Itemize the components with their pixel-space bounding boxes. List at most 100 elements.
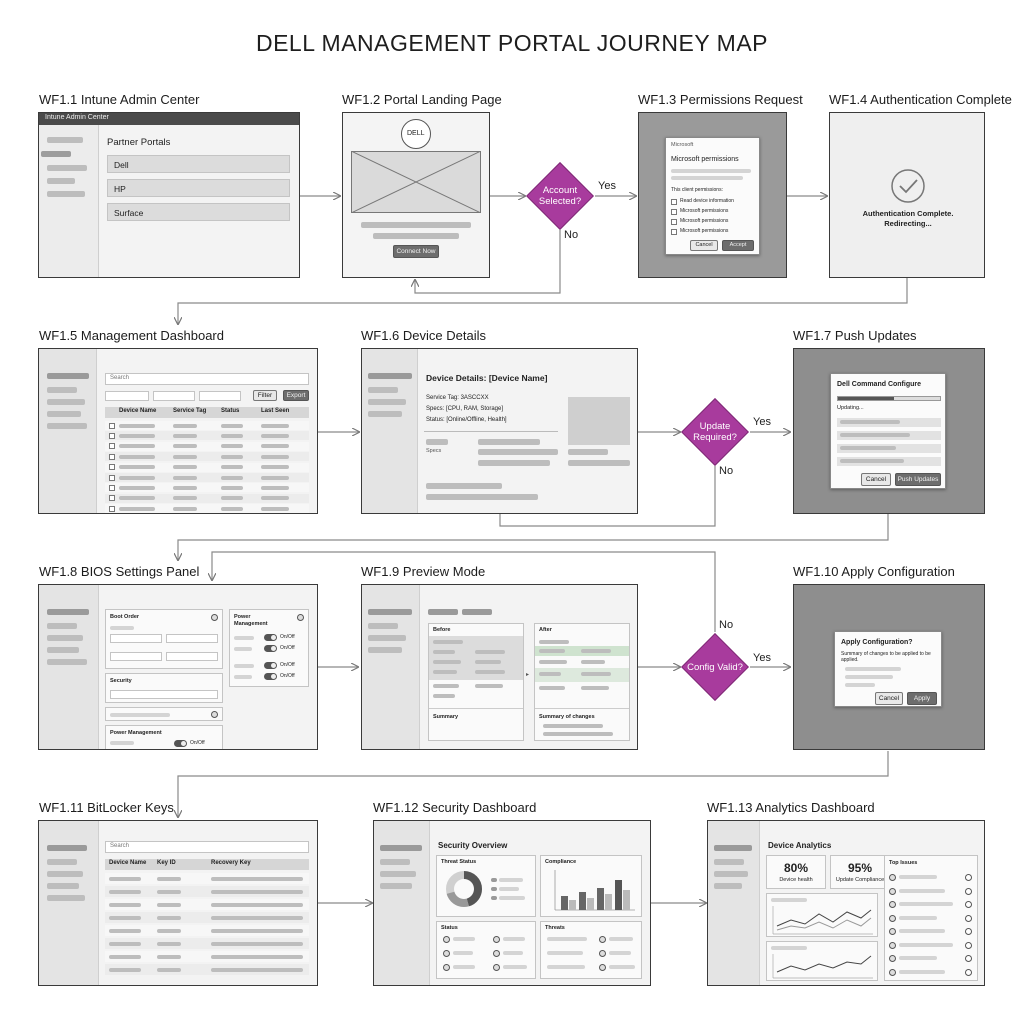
toggle-1[interactable]: [264, 634, 277, 641]
kpi-update-compliance-label: Update Compliance: [835, 877, 885, 883]
list-item[interactable]: [885, 940, 977, 952]
row-checkbox[interactable]: [109, 505, 115, 512]
wf13-accept-button[interactable]: Accept: [722, 240, 754, 251]
issue-action-icon[interactable]: [965, 928, 972, 935]
table-row[interactable]: [105, 483, 309, 493]
toggle-3[interactable]: [264, 662, 277, 669]
boot-order-select-2[interactable]: [166, 652, 218, 661]
list-item[interactable]: [885, 886, 977, 898]
list-item[interactable]: [885, 899, 977, 911]
kpi-device-health-value: 80%: [783, 861, 809, 875]
row-checkbox[interactable]: [109, 474, 115, 481]
table-row[interactable]: [105, 886, 309, 897]
row-checkbox[interactable]: [109, 422, 115, 429]
permission-option-4: Microsoft permissions: [680, 228, 729, 234]
table-row[interactable]: [105, 421, 309, 430]
decision-config-valid: Config Valid?: [681, 633, 749, 701]
wf14-line2: Redirecting...: [884, 219, 932, 228]
issue-action-icon[interactable]: [965, 914, 972, 922]
issue-action-icon[interactable]: [965, 874, 972, 881]
table-row[interactable]: [105, 938, 309, 949]
wf11-sidebar-selected[interactable]: [41, 151, 71, 157]
list-item[interactable]: [885, 926, 977, 938]
wf16-service-tag: Service Tag: 3ASCCXX: [426, 395, 489, 401]
table-row[interactable]: [105, 462, 309, 472]
wf15-frame: Search Filter Export Device Name Service…: [38, 348, 318, 514]
wf17-frame: Dell Command Configure Updating... Cance…: [793, 348, 985, 514]
issue-action-icon[interactable]: [965, 887, 972, 895]
wf11-portal-dell[interactable]: Dell: [107, 155, 290, 173]
toggle-2[interactable]: [264, 645, 277, 652]
device-image-placeholder: [568, 397, 630, 445]
wf110-body: Summary of changes to be applied to be a…: [841, 651, 931, 663]
issue-action-icon[interactable]: [965, 941, 972, 949]
issue-icon: [889, 914, 896, 922]
toggle-5[interactable]: [174, 740, 187, 747]
row-checkbox[interactable]: [109, 464, 115, 471]
table-row[interactable]: [105, 493, 309, 503]
kpi-update-compliance-value: 95%: [847, 861, 873, 875]
security-select[interactable]: [110, 690, 218, 699]
collapsed-panel[interactable]: [105, 707, 223, 721]
table-row[interactable]: [105, 899, 309, 910]
permission-checkbox-4[interactable]: [671, 229, 677, 235]
wf110-cancel-button[interactable]: Cancel: [875, 692, 903, 705]
wf15-filter-button[interactable]: Filter: [253, 390, 277, 401]
wf111-search-input[interactable]: Search: [105, 841, 309, 853]
list-item[interactable]: [885, 872, 977, 884]
table-row[interactable]: [105, 441, 309, 451]
row-checkbox[interactable]: [109, 453, 115, 460]
table-row[interactable]: [105, 452, 309, 462]
list-item[interactable]: [885, 953, 977, 965]
wf113-heading: Device Analytics: [768, 841, 832, 850]
issue-action-icon[interactable]: [965, 901, 972, 908]
wf16-frame: Device Details: [Device Name] Service Ta…: [361, 348, 638, 514]
line-chart-card-1: [766, 893, 878, 937]
permission-checkbox-2[interactable]: [671, 209, 677, 215]
connect-now-button[interactable]: Connect Now: [393, 245, 439, 258]
boot-order-select-1[interactable]: [110, 652, 162, 661]
table-row[interactable]: [105, 473, 309, 482]
push-updates-button[interactable]: Push Updates: [895, 473, 941, 486]
wf15-export-button[interactable]: Export: [283, 390, 309, 401]
wf13-subheading: This client permissions:: [671, 187, 723, 193]
wf15-dropdown-2[interactable]: [153, 391, 195, 401]
table-row[interactable]: [105, 964, 309, 975]
table-row[interactable]: [105, 951, 309, 962]
wf15-col-status: Status: [221, 408, 240, 414]
table-row[interactable]: [105, 873, 309, 884]
threats-card: Threats: [540, 921, 642, 979]
row-checkbox[interactable]: [109, 443, 115, 450]
permission-checkbox-1[interactable]: [671, 199, 677, 205]
row-checkbox[interactable]: [109, 495, 115, 502]
wf112-frame: Security Overview Threat Status Complian…: [373, 820, 651, 986]
info-icon-3: [211, 711, 218, 718]
list-item[interactable]: [885, 967, 977, 979]
permission-checkbox-3[interactable]: [671, 219, 677, 225]
wf15-dropdown-3[interactable]: [199, 391, 241, 401]
issue-action-icon[interactable]: [965, 968, 972, 976]
wf11-portal-hp[interactable]: HP: [107, 179, 290, 197]
wf13-cancel-button[interactable]: Cancel: [690, 240, 718, 251]
list-item[interactable]: [885, 913, 977, 925]
issue-action-icon[interactable]: [965, 955, 972, 962]
table-row[interactable]: [105, 912, 309, 923]
decision-update-no: No: [719, 465, 734, 477]
wf11-portal-surface-label: Surface: [114, 208, 144, 218]
boot-order-field-1[interactable]: [110, 634, 162, 643]
wf11-portal-surface[interactable]: Surface: [107, 203, 290, 221]
decision-account-no: No: [564, 229, 579, 241]
apply-button[interactable]: Apply: [907, 692, 937, 705]
row-checkbox[interactable]: [109, 484, 115, 491]
table-row[interactable]: [105, 925, 309, 936]
wf16-status: Status: [Online/Offline, Health]: [426, 417, 507, 423]
table-row[interactable]: [105, 504, 309, 513]
wf15-dropdown-1[interactable]: [105, 391, 149, 401]
table-row[interactable]: [105, 431, 309, 441]
row-checkbox[interactable]: [109, 432, 115, 439]
wf15-search-input[interactable]: Search: [105, 373, 309, 385]
toggle-4[interactable]: [264, 673, 277, 680]
wf17-cancel-button[interactable]: Cancel: [861, 473, 891, 486]
security-panel: Security: [105, 673, 223, 703]
boot-order-field-2[interactable]: [166, 634, 218, 643]
